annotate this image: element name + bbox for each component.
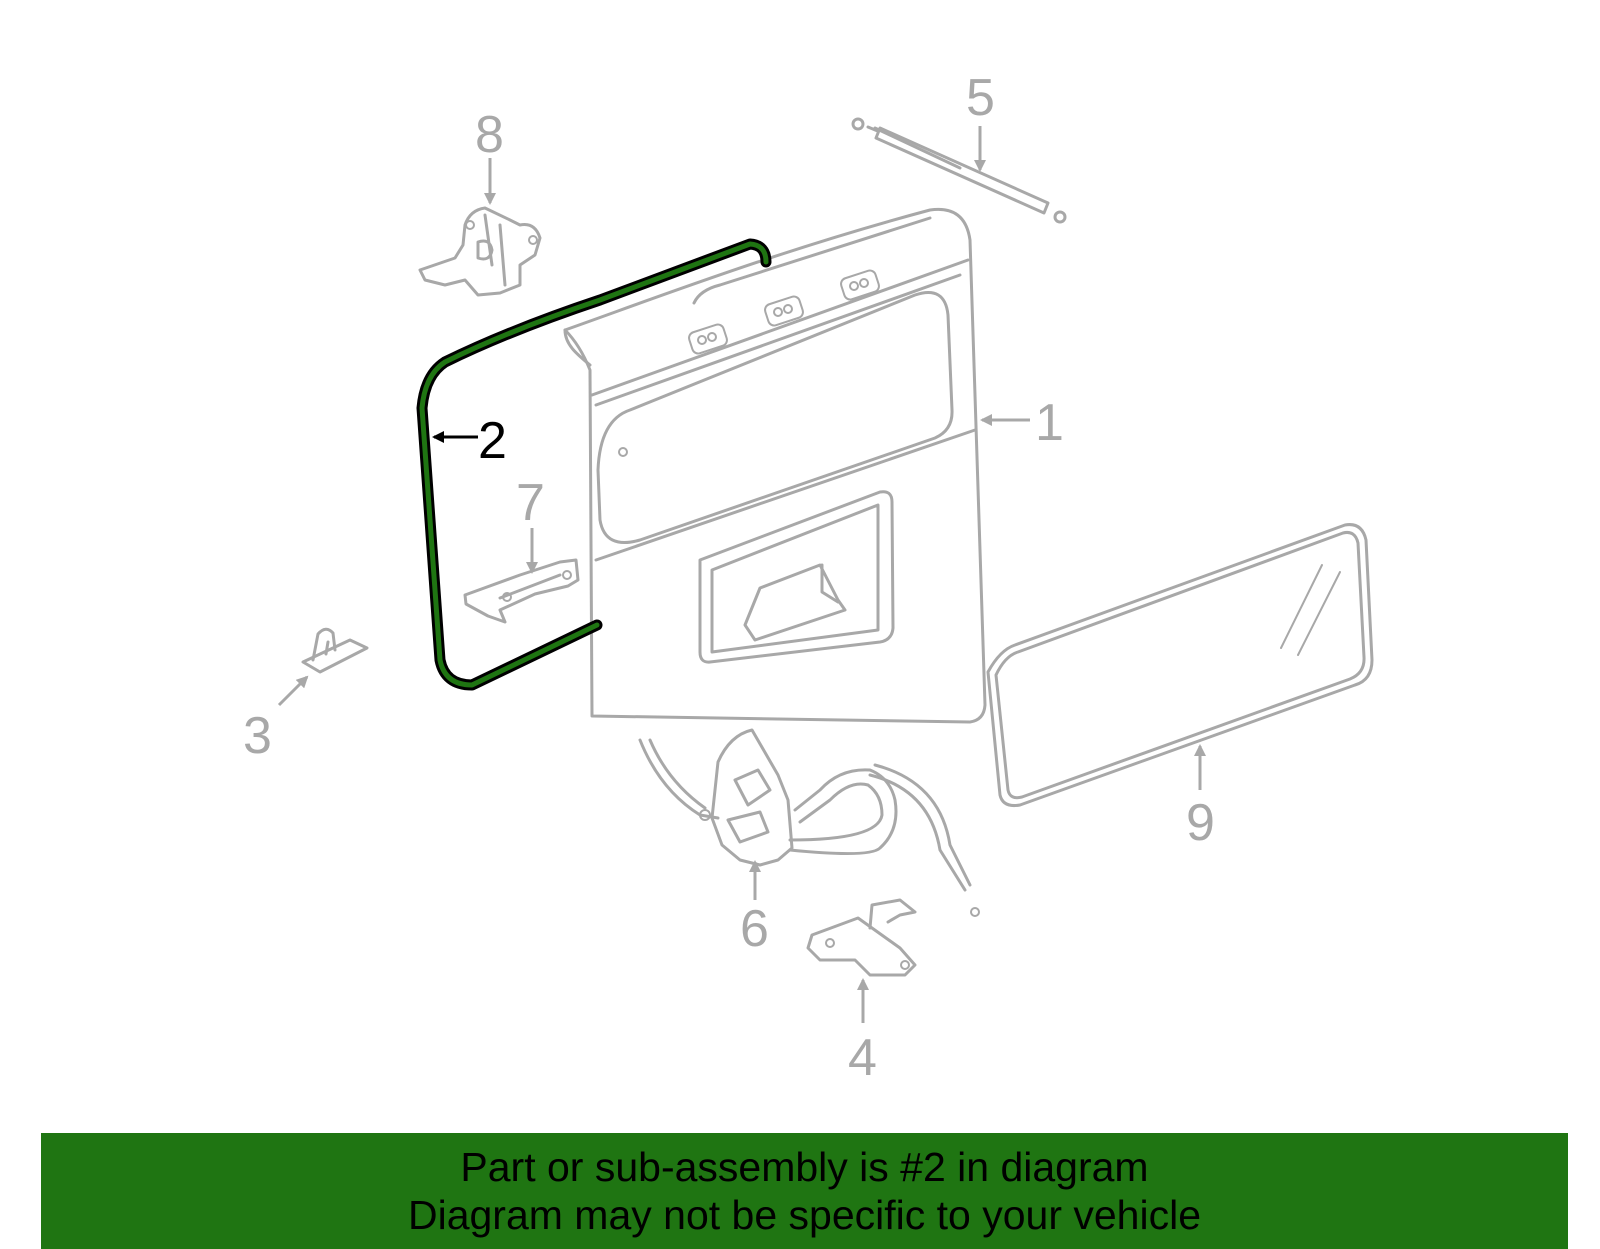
callout-1-label: 1: [1035, 394, 1064, 452]
banner-line-part-number: Part or sub-assembly is #2 in diagram: [460, 1144, 1149, 1190]
callout-8-label: 8: [475, 106, 504, 164]
callout-2-label: 2: [478, 412, 507, 470]
callout-7: 7: [516, 474, 545, 574]
callout-8: 8: [475, 106, 504, 205]
latch-bracket: [806, 898, 917, 977]
hinge-part: [418, 206, 542, 297]
callout-3: 3: [243, 675, 309, 765]
lock-actuator: [638, 728, 980, 917]
callout-3-label: 3: [243, 707, 272, 765]
gas-strut: [851, 117, 1067, 224]
callout-5: 5: [966, 69, 995, 172]
handle-part: [463, 558, 580, 624]
weatherstrip-seal: [416, 238, 772, 691]
callout-6: 6: [740, 860, 769, 958]
callout-9: 9: [1186, 744, 1215, 852]
banner-line-disclaimer: Diagram may not be specific to your vehi…: [407, 1192, 1201, 1238]
callout-7-label: 7: [516, 474, 545, 532]
callout-9-label: 9: [1186, 794, 1215, 852]
callout-6-label: 6: [740, 900, 769, 958]
striker-part: [301, 627, 369, 674]
callout-4: 4: [848, 978, 877, 1087]
glass-panel: [986, 523, 1374, 807]
liftgate-panel: [563, 207, 987, 724]
callout-4-label: 4: [848, 1029, 877, 1087]
info-banner: Part or sub-assembly is #2 in diagram Di…: [41, 1133, 1568, 1249]
callout-5-label: 5: [966, 69, 995, 127]
callout-2: 2: [432, 412, 507, 470]
callout-1: 1: [980, 394, 1064, 452]
